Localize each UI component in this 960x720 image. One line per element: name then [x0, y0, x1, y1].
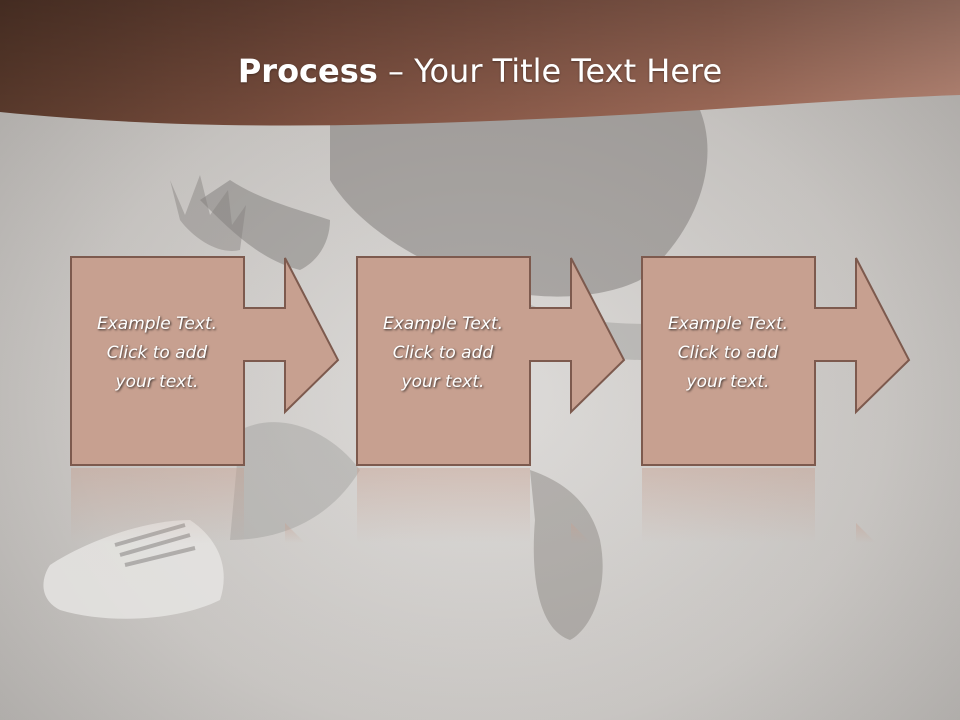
step-line: your text. [686, 372, 770, 392]
step-reflection [641, 468, 911, 543]
title-bold: Process [237, 52, 378, 90]
step-reflection [356, 468, 626, 543]
process-step-1[interactable]: Example Text. Click to add your text. [70, 255, 340, 470]
slide-title[interactable]: Process – Your Title Text Here [0, 52, 960, 90]
step-arrow-shape [356, 256, 626, 466]
title-rest: – Your Title Text Here [377, 52, 723, 90]
step-line: Example Text. [96, 314, 218, 334]
step-line: Click to add [392, 343, 494, 363]
step-line: Example Text. [667, 314, 789, 334]
step-text[interactable]: Example Text. Click to add your text. [643, 310, 813, 397]
header-band [0, 0, 960, 126]
step-line: Click to add [677, 343, 779, 363]
step-line: your text. [115, 372, 199, 392]
step-line: your text. [401, 372, 485, 392]
step-text[interactable]: Example Text. Click to add your text. [72, 310, 242, 397]
step-line: Click to add [106, 343, 208, 363]
step-text[interactable]: Example Text. Click to add your text. [358, 310, 528, 397]
step-arrow-shape [70, 256, 340, 466]
process-step-2[interactable]: Example Text. Click to add your text. [356, 255, 626, 470]
process-step-3[interactable]: Example Text. Click to add your text. [641, 255, 911, 470]
step-line: Example Text. [382, 314, 504, 334]
step-reflection [70, 468, 340, 543]
step-arrow-shape [641, 256, 911, 466]
